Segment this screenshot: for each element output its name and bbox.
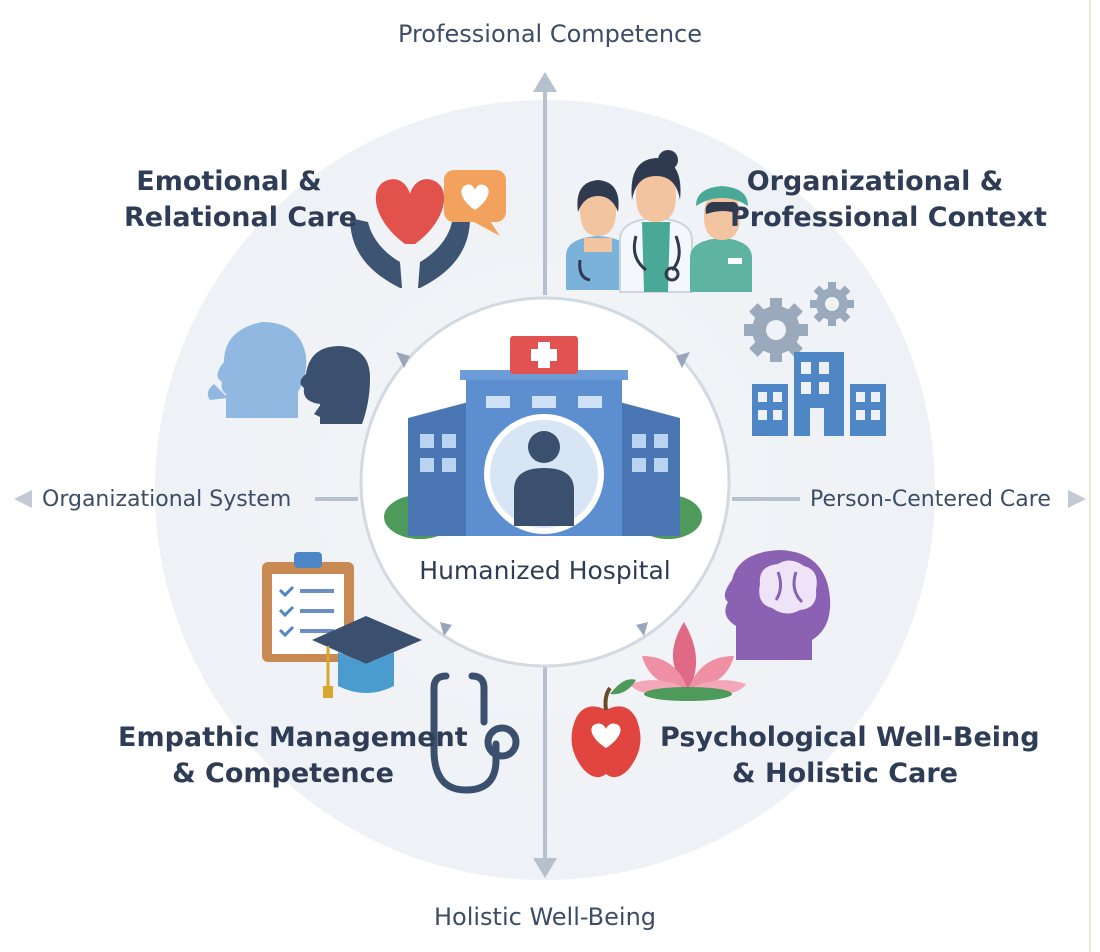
arrow-left-icon	[14, 490, 32, 508]
frame-edge	[1089, 0, 1091, 952]
apple-heart-icon	[571, 679, 641, 778]
quadrant-title-line: & Holistic Care	[732, 758, 958, 789]
quadrant-title-organizational: Organizational & Professional Context	[730, 164, 1047, 236]
arrow-right-icon	[1068, 490, 1086, 508]
diagonal-arrows	[396, 352, 690, 636]
quadrant-title-line: & Competence	[172, 758, 394, 789]
quadrant-title-line: Professional Context	[730, 202, 1047, 233]
stethoscope-icon	[430, 672, 520, 794]
arrow-down-icon	[533, 858, 557, 878]
quadrant-title-psychological: Psychological Well-Being & Holistic Care	[660, 720, 1040, 792]
quadrant-title-emotional: Emotional & Relational Care	[124, 164, 358, 236]
axis-label-bottom: Holistic Well-Being	[433, 903, 657, 931]
heart-hands-icon	[350, 179, 470, 288]
lotus-icon	[630, 622, 746, 701]
quadrant-title-line: Organizational &	[746, 166, 1004, 197]
arrow-up-icon	[533, 72, 557, 92]
speech-heart-icon	[444, 170, 506, 236]
quadrant-title-empathic: Empathic Management & Competence	[118, 720, 468, 792]
quadrant-title-line: Empathic Management	[118, 722, 468, 753]
gears-building-icon	[744, 282, 886, 436]
center-label: Humanized Hospital	[419, 556, 671, 585]
healthcare-team-icon	[566, 150, 752, 293]
quadrant-title-line: Emotional &	[136, 166, 322, 197]
quadrant-title-line: Psychological Well-Being	[660, 722, 1040, 753]
quadrant-title-line: Relational Care	[124, 202, 358, 233]
axis-label-top: Professional Competence	[397, 20, 703, 48]
hospital-icon	[384, 336, 702, 539]
axis-label-right: Person-Centered Care	[810, 487, 1051, 512]
axes	[315, 88, 800, 862]
conversation-heads-icon	[207, 322, 370, 424]
graduation-cap-icon	[312, 616, 422, 698]
brain-head-icon	[724, 550, 831, 660]
axis-label-left: Organizational System	[42, 487, 292, 512]
